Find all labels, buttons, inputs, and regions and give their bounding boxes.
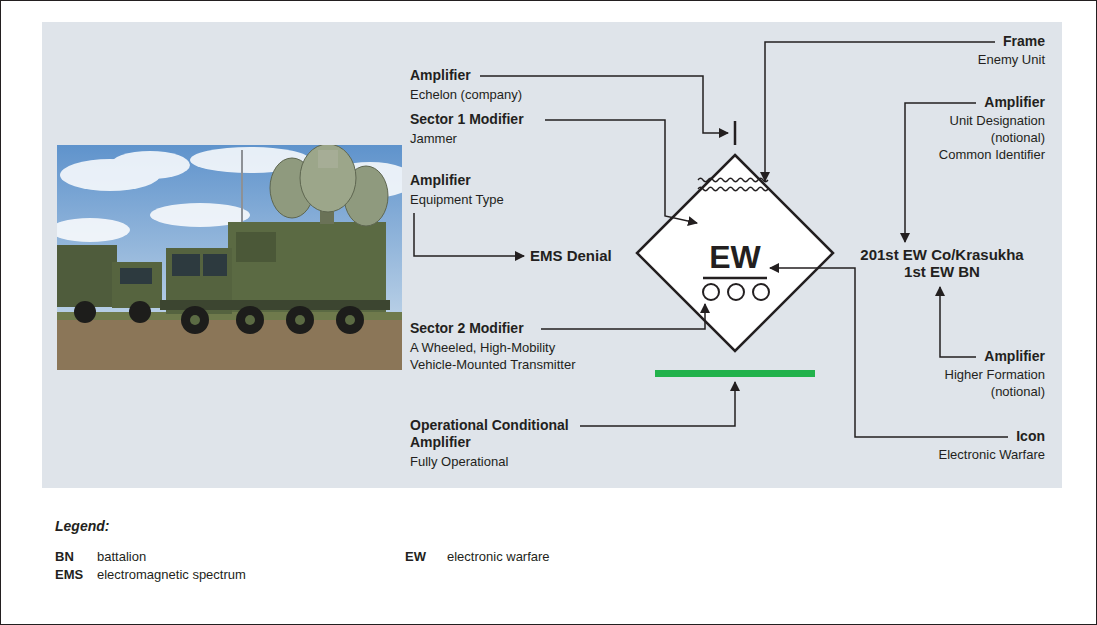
enemy-unit-frame: EW bbox=[637, 155, 833, 351]
callout-text: Higher Formation (notional) bbox=[937, 366, 1045, 400]
abbreviation: EW bbox=[405, 548, 426, 565]
leader-line bbox=[770, 268, 1008, 437]
callout-heading: Frame bbox=[1003, 33, 1045, 50]
diamond-frame bbox=[637, 155, 833, 351]
leader-line bbox=[414, 213, 524, 256]
callout-heading: Operational Conditional Amplifier bbox=[410, 417, 615, 451]
frame-fill bbox=[637, 155, 833, 351]
callout-text: Jammer bbox=[410, 130, 457, 147]
main-truck bbox=[160, 222, 390, 334]
callout-heading: Sector 1 Modifier bbox=[410, 111, 524, 128]
callout-text: Fully Operational bbox=[410, 453, 508, 470]
callout-heading: Amplifier bbox=[410, 67, 471, 84]
sky bbox=[57, 145, 402, 370]
panel-ground bbox=[42, 22, 1062, 488]
mast bbox=[241, 150, 243, 222]
icon-text: EW bbox=[637, 240, 833, 274]
wheeled-modifier bbox=[703, 284, 769, 300]
abbreviation-meaning: battalion bbox=[97, 548, 146, 565]
callout-text: Echelon (company) bbox=[410, 86, 522, 103]
icon-underline bbox=[703, 277, 767, 280]
echelon-mark bbox=[734, 121, 737, 145]
operational-bar bbox=[655, 370, 815, 377]
callout-heading: Amplifier bbox=[410, 172, 471, 189]
abbreviation-meaning: electronic warfare bbox=[447, 548, 550, 565]
callout-text: A Wheeled, High-Mobility Vehicle-Mounted… bbox=[410, 339, 590, 373]
leader-line bbox=[940, 287, 976, 357]
rear-truck bbox=[57, 245, 162, 323]
callout-text: Enemy Unit bbox=[978, 51, 1045, 68]
legend-heading: Legend: bbox=[55, 518, 109, 535]
abbreviation-meaning: electromagnetic spectrum bbox=[97, 566, 246, 583]
callout-heading: Amplifier bbox=[984, 94, 1045, 111]
dish-antennas bbox=[270, 145, 388, 226]
equipment-type: EMS Denial bbox=[530, 247, 612, 264]
leader-line bbox=[545, 120, 697, 223]
abbreviation: BN bbox=[55, 548, 74, 565]
callout-heading: Icon bbox=[1016, 428, 1045, 445]
callout-text: Equipment Type bbox=[410, 191, 504, 208]
leader-line bbox=[580, 382, 735, 426]
unit-designation: 201st EW Co/Krasukha 1st EW BN bbox=[852, 246, 1032, 280]
callout-heading: Amplifier bbox=[984, 348, 1045, 365]
leader-line bbox=[541, 304, 705, 329]
vehicle-photo bbox=[57, 145, 402, 370]
callout-heading: Sector 2 Modifier bbox=[410, 320, 524, 337]
callout-text: Unit Designation (notional) Common Ident… bbox=[937, 112, 1045, 163]
callout-text: Electronic Warfare bbox=[939, 446, 1045, 463]
abbreviation: EMS bbox=[55, 566, 83, 583]
